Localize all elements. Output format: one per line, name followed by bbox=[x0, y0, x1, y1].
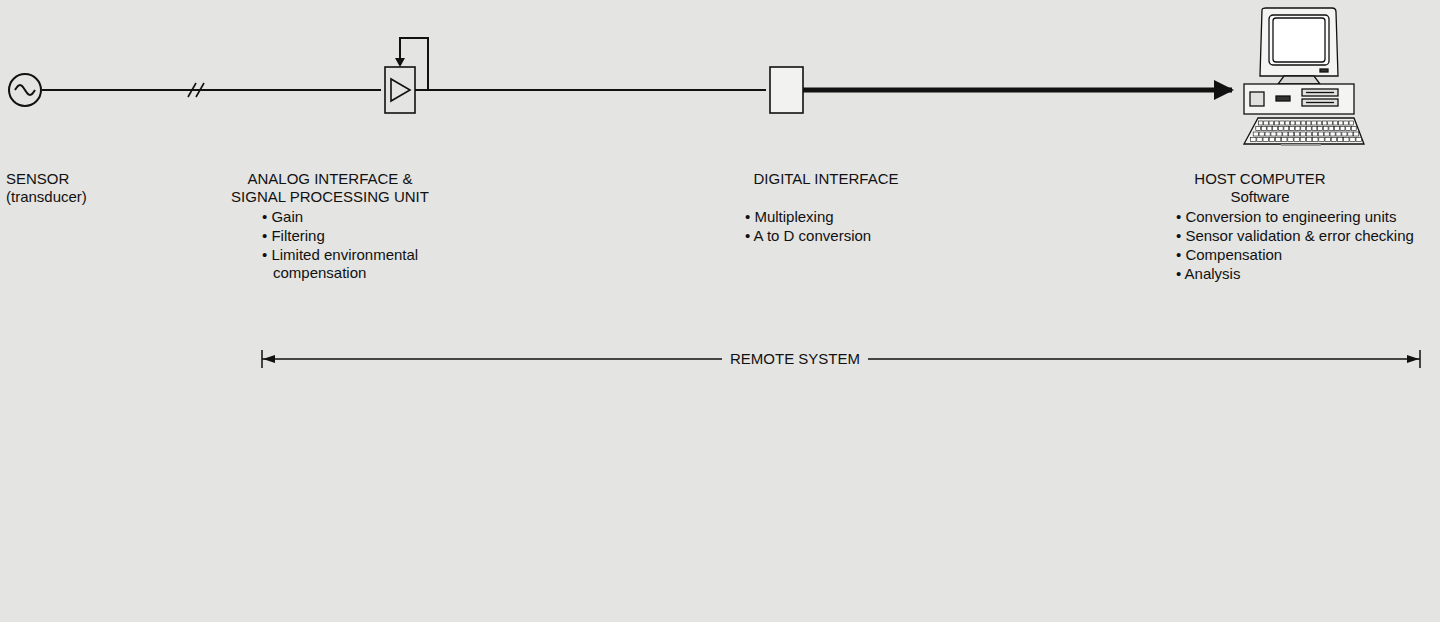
bullet-item: • Sensor validation & error checking bbox=[1176, 227, 1434, 245]
bullet-item: • Filtering bbox=[262, 227, 462, 245]
node-shape bbox=[1236, 8, 1366, 148]
bullet-item: • Multiplexing bbox=[745, 208, 965, 226]
bullet-item: • Gain bbox=[262, 208, 462, 226]
feedback-arrowhead bbox=[395, 58, 405, 67]
unit-outline bbox=[385, 67, 415, 113]
node-heading: Software bbox=[1160, 188, 1360, 206]
interface-outline bbox=[770, 67, 803, 113]
bullet-item: • Limited environmental compensation bbox=[262, 246, 462, 282]
sensor-symbol: SENSOR(transducer) bbox=[8, 73, 42, 107]
feedback-loop bbox=[400, 38, 428, 90]
signal-processing-unit: ANALOG INTERFACE & SIGNAL PROCESSING UNI… bbox=[385, 67, 415, 113]
bullet-item: • A to D conversion bbox=[745, 227, 965, 245]
amplifier-symbol bbox=[391, 79, 410, 101]
node-shape bbox=[8, 73, 42, 107]
node-heading: HOST COMPUTER bbox=[1160, 170, 1360, 188]
node-heading: ANALOG INTERFACE & SIGNAL PROCESSING UNI… bbox=[222, 170, 438, 206]
node-heading: (transducer) bbox=[6, 188, 146, 206]
sensor-circle bbox=[9, 74, 41, 106]
host-computer: HOST COMPUTERSoftware• Conversion to eng… bbox=[1236, 8, 1366, 148]
node-shape bbox=[770, 67, 803, 113]
signal-line bbox=[42, 89, 381, 91]
node-shape bbox=[385, 67, 415, 113]
bullet-item: • Conversion to engineering units bbox=[1176, 208, 1434, 226]
digital-interface-box: DIGITAL INTERFACE• Multiplexing• A to D … bbox=[770, 67, 803, 113]
span-bracket bbox=[262, 350, 1420, 368]
node-heading: SENSOR bbox=[6, 170, 146, 188]
sine-wave bbox=[15, 85, 35, 95]
computer-illustration bbox=[1244, 8, 1364, 146]
bullet-item: • Compensation bbox=[1176, 246, 1434, 264]
span-label: REMOTE SYSTEM bbox=[722, 350, 868, 368]
node-heading: DIGITAL INTERFACE bbox=[726, 170, 926, 188]
bullet-item: • Analysis bbox=[1176, 265, 1434, 283]
data-arrow bbox=[803, 88, 1232, 93]
signal-line bbox=[415, 89, 766, 91]
